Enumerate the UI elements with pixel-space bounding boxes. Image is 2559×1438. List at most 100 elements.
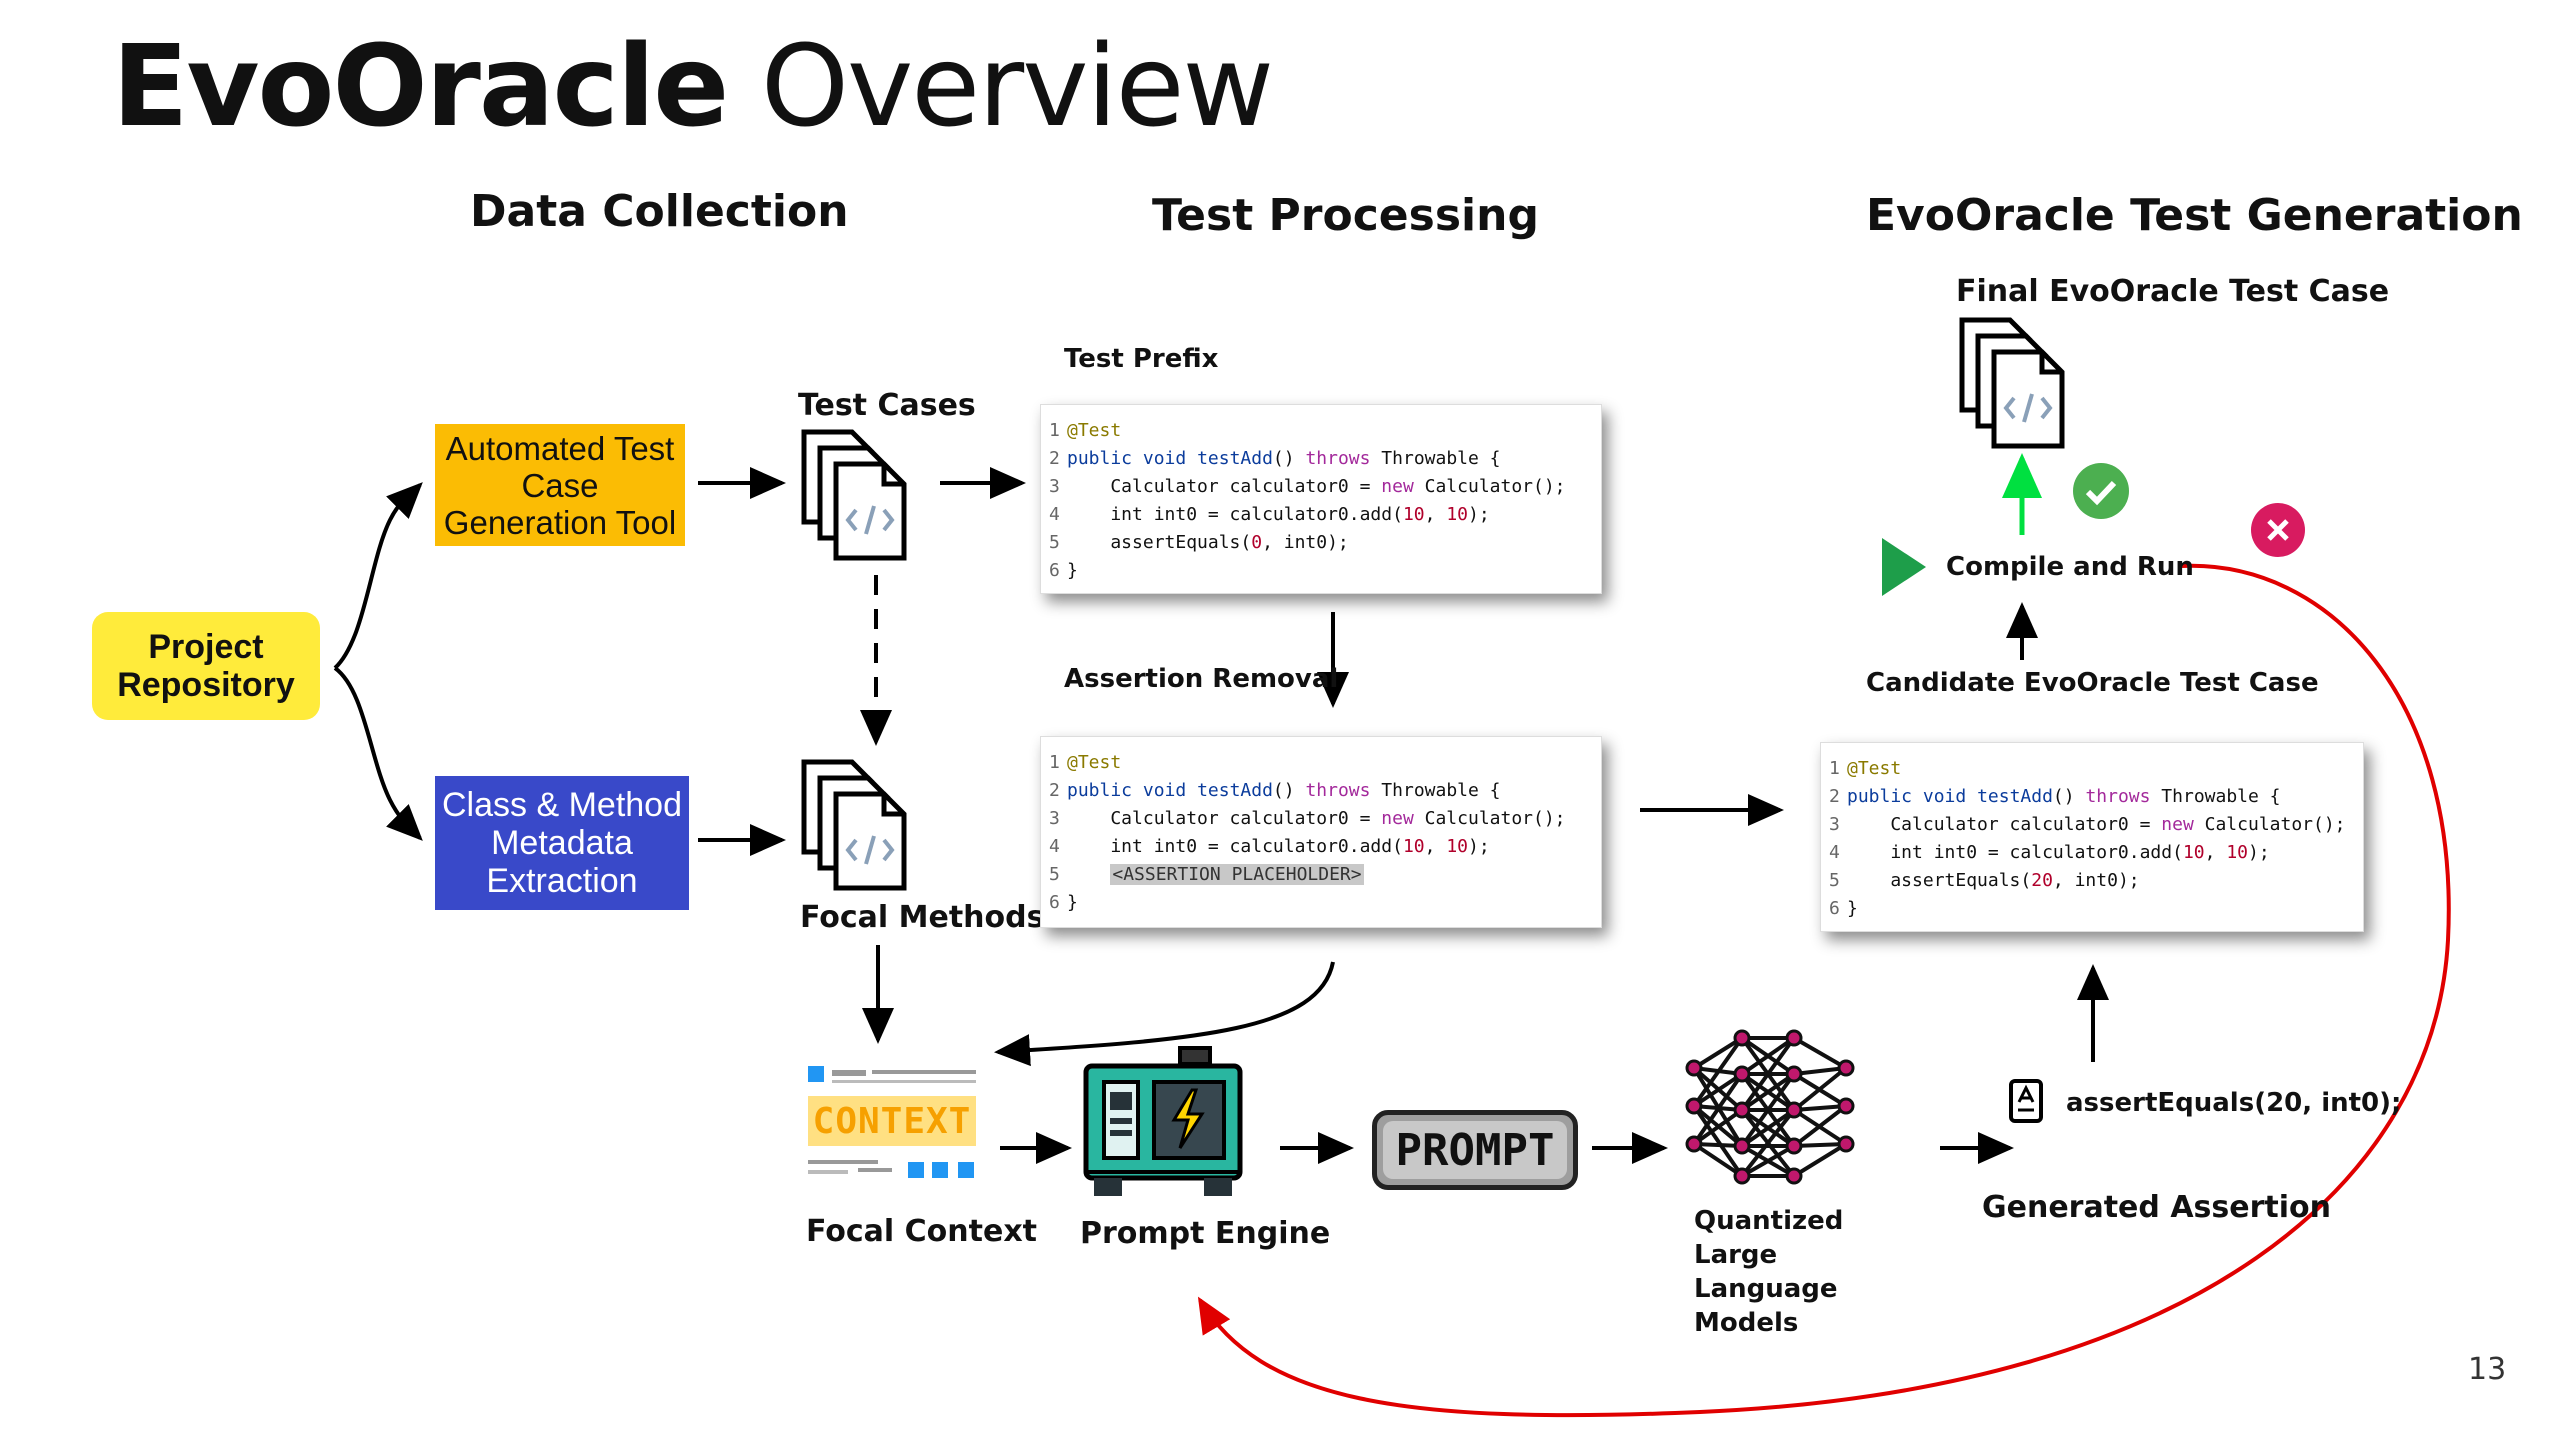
candidate-l3-b: new — [2161, 814, 2194, 835]
removal-l2-f: Throwable { — [1370, 780, 1501, 801]
assertion-text: assertEquals(20, int0); — [2066, 1088, 2402, 1118]
prefix-l5-b: 0 — [1251, 532, 1263, 553]
removal-l4-e: ); — [1468, 836, 1490, 857]
candidate-l2-a: public — [1847, 786, 1913, 807]
prefix-l4-e: ); — [1468, 504, 1490, 525]
candidate-l2-b: void — [1912, 786, 1978, 807]
prefix-l4-c: , — [1424, 504, 1447, 525]
title-light: Overview — [727, 22, 1274, 152]
candidate-l4-b: 10 — [2182, 842, 2205, 863]
section-data-collection: Data Collection — [470, 186, 849, 237]
removal-annotation: @Test — [1067, 752, 1122, 773]
candidate-l5-c: , int0); — [2052, 870, 2140, 891]
removal-close: } — [1067, 892, 1078, 913]
llm-line4: Models — [1694, 1308, 1799, 1338]
candidate-l2-e: throws — [2085, 786, 2151, 807]
arrow-repo-to-tool — [333, 482, 423, 670]
candidate-label: Candidate EvoOracle Test Case — [1866, 668, 2319, 698]
removal-l4-c: , — [1424, 836, 1447, 857]
cross-icon — [2251, 503, 2305, 557]
candidate-l2-f: Throwable { — [2150, 786, 2281, 807]
arrow-feedback-loop — [1197, 563, 2451, 1418]
code-files-icon — [801, 429, 907, 561]
focal-methods-label: Focal Methods — [800, 900, 1045, 935]
candidate-l4-a: int int0 = calculator0.add( — [1847, 842, 2183, 863]
test-prefix-label: Test Prefix — [1064, 344, 1219, 374]
prefix-l2-b: void — [1132, 448, 1198, 469]
play-icon — [1882, 538, 1926, 596]
class-method-line2: Metadata — [491, 824, 633, 862]
prefix-l4-a: int int0 = calculator0.add( — [1067, 504, 1403, 525]
focal-methods-icon — [801, 759, 907, 891]
final-test-icon — [1959, 317, 2065, 449]
llm-line2: Large — [1694, 1240, 1778, 1270]
test-cases-label: Test Cases — [798, 388, 976, 423]
removal-l3-b: new — [1381, 808, 1414, 829]
removal-l4-d: 10 — [1446, 836, 1469, 857]
removal-l2-e: throws — [1305, 780, 1371, 801]
prefix-l2-e: throws — [1305, 448, 1371, 469]
prefix-close: } — [1067, 560, 1078, 581]
removal-l2-c: testAdd — [1197, 780, 1273, 801]
class-method-box: Class & Method Metadata Extraction — [435, 776, 689, 910]
prompt-word: PROMPT — [1383, 1121, 1567, 1179]
title-bold: EvoOracle — [112, 22, 729, 152]
neural-network-icon — [1685, 1029, 1855, 1185]
candidate-annotation: @Test — [1847, 758, 1902, 779]
prefix-l4-d: 10 — [1446, 504, 1469, 525]
section-generation: EvoOracle Test Generation — [1866, 190, 2523, 241]
slide-title: EvoOracle Overview — [112, 22, 1274, 152]
automated-tool-line1: Automated Test — [445, 429, 675, 467]
generated-assertion-label: Generated Assertion — [1982, 1190, 2331, 1225]
class-method-line1: Class & Method — [442, 786, 682, 824]
candidate-l2-c: testAdd — [1977, 786, 2053, 807]
project-repository-line2: Repository — [117, 666, 295, 704]
check-icon — [2073, 463, 2129, 519]
arrow-removal-to-context — [994, 961, 1335, 1067]
automated-tool-line2: Case — [521, 466, 599, 504]
llm-line1: Quantized — [1694, 1206, 1844, 1236]
prefix-l2-c: testAdd — [1197, 448, 1273, 469]
engine-icon — [1083, 1046, 1243, 1196]
removal-l2-b: void — [1132, 780, 1198, 801]
focal-context-label: Focal Context — [806, 1214, 1038, 1249]
removal-l3-a: Calculator calculator0 = — [1067, 808, 1382, 829]
candidate-l3-c: Calculator(); — [2193, 814, 2346, 835]
removal-l3-c: Calculator(); — [1413, 808, 1566, 829]
candidate-l4-d: 10 — [2226, 842, 2249, 863]
llm-line3: Language — [1694, 1274, 1838, 1304]
automated-tool-box: Automated Test Case Generation Tool — [435, 424, 685, 546]
candidate-l2-d: () — [2052, 786, 2086, 807]
prefix-l2-d: () — [1272, 448, 1306, 469]
candidate-l3-a: Calculator calculator0 = — [1847, 814, 2162, 835]
automated-tool-line3: Generation Tool — [443, 503, 677, 541]
arrow-repo-to-metadata — [333, 666, 423, 841]
prefix-l3-b: new — [1381, 476, 1414, 497]
prefix-annotation: @Test — [1067, 420, 1122, 441]
prompt-badge: PROMPT — [1372, 1110, 1578, 1190]
prefix-l4-b: 10 — [1402, 504, 1425, 525]
compile-run-label: Compile and Run — [1946, 552, 2194, 582]
prefix-l3-c: Calculator(); — [1413, 476, 1566, 497]
prefix-l3-a: Calculator calculator0 = — [1067, 476, 1382, 497]
candidate-l5-a: assertEquals( — [1847, 870, 2032, 891]
project-repository-line1: Project — [148, 628, 264, 666]
assertion-placeholder: <ASSERTION PLACEHOLDER> — [1110, 864, 1364, 885]
prefix-l2-f: Throwable { — [1370, 448, 1501, 469]
candidate-l4-c: , — [2204, 842, 2227, 863]
candidate-l5-b: 20 — [2031, 870, 2053, 891]
candidate-close: } — [1847, 898, 1858, 919]
prefix-l2-a: public — [1067, 448, 1133, 469]
page-number: 13 — [2468, 1352, 2507, 1387]
final-test-label: Final EvoOracle Test Case — [1956, 274, 2390, 309]
removal-l4-b: 10 — [1402, 836, 1425, 857]
class-method-line3: Extraction — [486, 862, 638, 900]
project-repository-box: Project Repository — [92, 612, 320, 720]
llm-label: Quantized Large Language Models — [1694, 1204, 1843, 1340]
removal-l2-a: public — [1067, 780, 1133, 801]
candidate-l4-e: ); — [2248, 842, 2270, 863]
prefix-l5-c: , int0); — [1262, 532, 1349, 553]
